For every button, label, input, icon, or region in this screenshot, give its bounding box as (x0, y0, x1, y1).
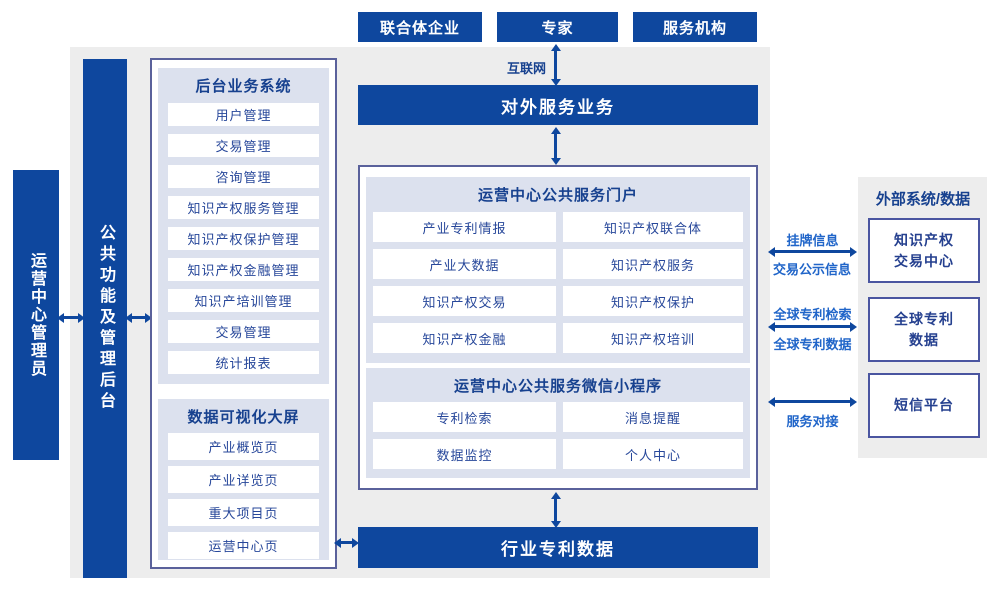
mini-item-data-monitor: 数据监控 (373, 439, 556, 469)
portal-item-big-data: 产业大数据 (373, 249, 556, 279)
label-global-patent-data: 全球专利数据 (773, 337, 852, 352)
arrow-portal-to-patent-data (554, 498, 557, 522)
mini-item-personal-center: 个人中心 (563, 439, 743, 469)
backend-item-ip-finance-mgmt: 知识产权金融管理 (168, 258, 319, 281)
data-screen-panel: 数据可视化大屏 产业概览页 产业详览页 重大项目页 运营中心页 (158, 399, 329, 560)
portal-item-ip-trade: 知识产权交易 (373, 286, 556, 316)
screen-item-industry-detail: 产业详览页 (168, 466, 319, 493)
node-expert: 专家 (497, 12, 618, 42)
data-screen-title: 数据可视化大屏 (187, 409, 300, 426)
portal-item-ip-protect: 知识产权保护 (563, 286, 743, 316)
portal-item-patent-intel: 产业专利情报 (373, 212, 556, 242)
portal-item-ip-consortium: 知识产权联合体 (563, 212, 743, 242)
arrow-screen-to-patent-data (340, 541, 353, 544)
mini-item-patent-search: 专利检索 (373, 402, 556, 432)
backend-item-stat-report: 统计报表 (168, 351, 319, 374)
miniprogram-title: 运营中心公共服务微信小程序 (453, 378, 662, 395)
arrow-global-patent (774, 325, 851, 328)
portal-item-ip-training: 知识产权培训 (563, 323, 743, 353)
node-global-patent-data: 全球专利 数据 (868, 297, 980, 362)
label-trade-public-info: 交易公示信息 (772, 262, 851, 277)
portal-title: 运营中心公共服务门户 (477, 187, 638, 204)
backend-item-consult-mgmt: 咨询管理 (168, 165, 319, 188)
mini-item-message-remind: 消息提醒 (563, 402, 743, 432)
arrow-backend-to-system (131, 316, 146, 319)
portal-item-ip-service: 知识产权服务 (563, 249, 743, 279)
node-external-service-business: 对外服务业务 (358, 85, 758, 125)
backend-item-ip-training-mgmt: 知识产培训管理 (168, 289, 319, 312)
node-industry-patent-data: 行业专利数据 (358, 527, 758, 568)
backend-item-trade-mgmt-2: 交易管理 (168, 320, 319, 343)
portal-item-ip-finance: 知识产权金融 (373, 323, 556, 353)
backend-item-trade-mgmt: 交易管理 (168, 134, 319, 157)
backend-system-title: 后台业务系统 (195, 78, 292, 95)
backend-item-user-mgmt: 用户管理 (168, 103, 319, 126)
screen-item-major-project: 重大项目页 (168, 499, 319, 526)
arrow-ip-trade-center (774, 250, 851, 253)
miniprogram-panel: 运营中心公共服务微信小程序 专利检索 消息提醒 数据监控 个人中心 (366, 368, 750, 478)
node-consortium-enterprise: 联合体企业 (358, 12, 482, 42)
screen-item-industry-overview: 产业概览页 (168, 433, 319, 460)
backend-item-ip-service-mgmt: 知识产权服务管理 (168, 196, 319, 219)
backend-item-ip-protect-mgmt: 知识产权保护管理 (168, 227, 319, 250)
backend-system-panel: 后台业务系统 用户管理 交易管理 咨询管理 知识产权服务管理 知识产权保护管理 … (158, 68, 329, 384)
node-operation-center-admin: 运营中心管理员 (13, 170, 59, 460)
label-global-patent-search: 全球专利检索 (773, 307, 852, 322)
arrow-internet (554, 50, 557, 80)
portal-panel: 运营中心公共服务门户 产业专利情报 知识产权联合体 产业大数据 知识产权服务 知… (366, 177, 750, 363)
arrow-sms-platform (774, 400, 851, 403)
label-service-connect: 服务对接 (786, 414, 839, 429)
screen-item-operation-center: 运营中心页 (168, 532, 319, 559)
label-listing-info: 挂牌信息 (786, 233, 839, 248)
node-sms-platform: 短信平台 (868, 373, 980, 438)
node-service-agency: 服务机构 (633, 12, 757, 42)
arrow-service-to-portal (554, 133, 557, 159)
node-ip-trade-center: 知识产权 交易中心 (868, 218, 980, 283)
external-panel-title: 外部系统/数据 (875, 191, 971, 208)
node-public-function-backend: 公共功能及管理后台 (83, 59, 127, 578)
arrow-admin-to-backend (63, 316, 79, 319)
internet-label: 互联网 (506, 61, 546, 76)
